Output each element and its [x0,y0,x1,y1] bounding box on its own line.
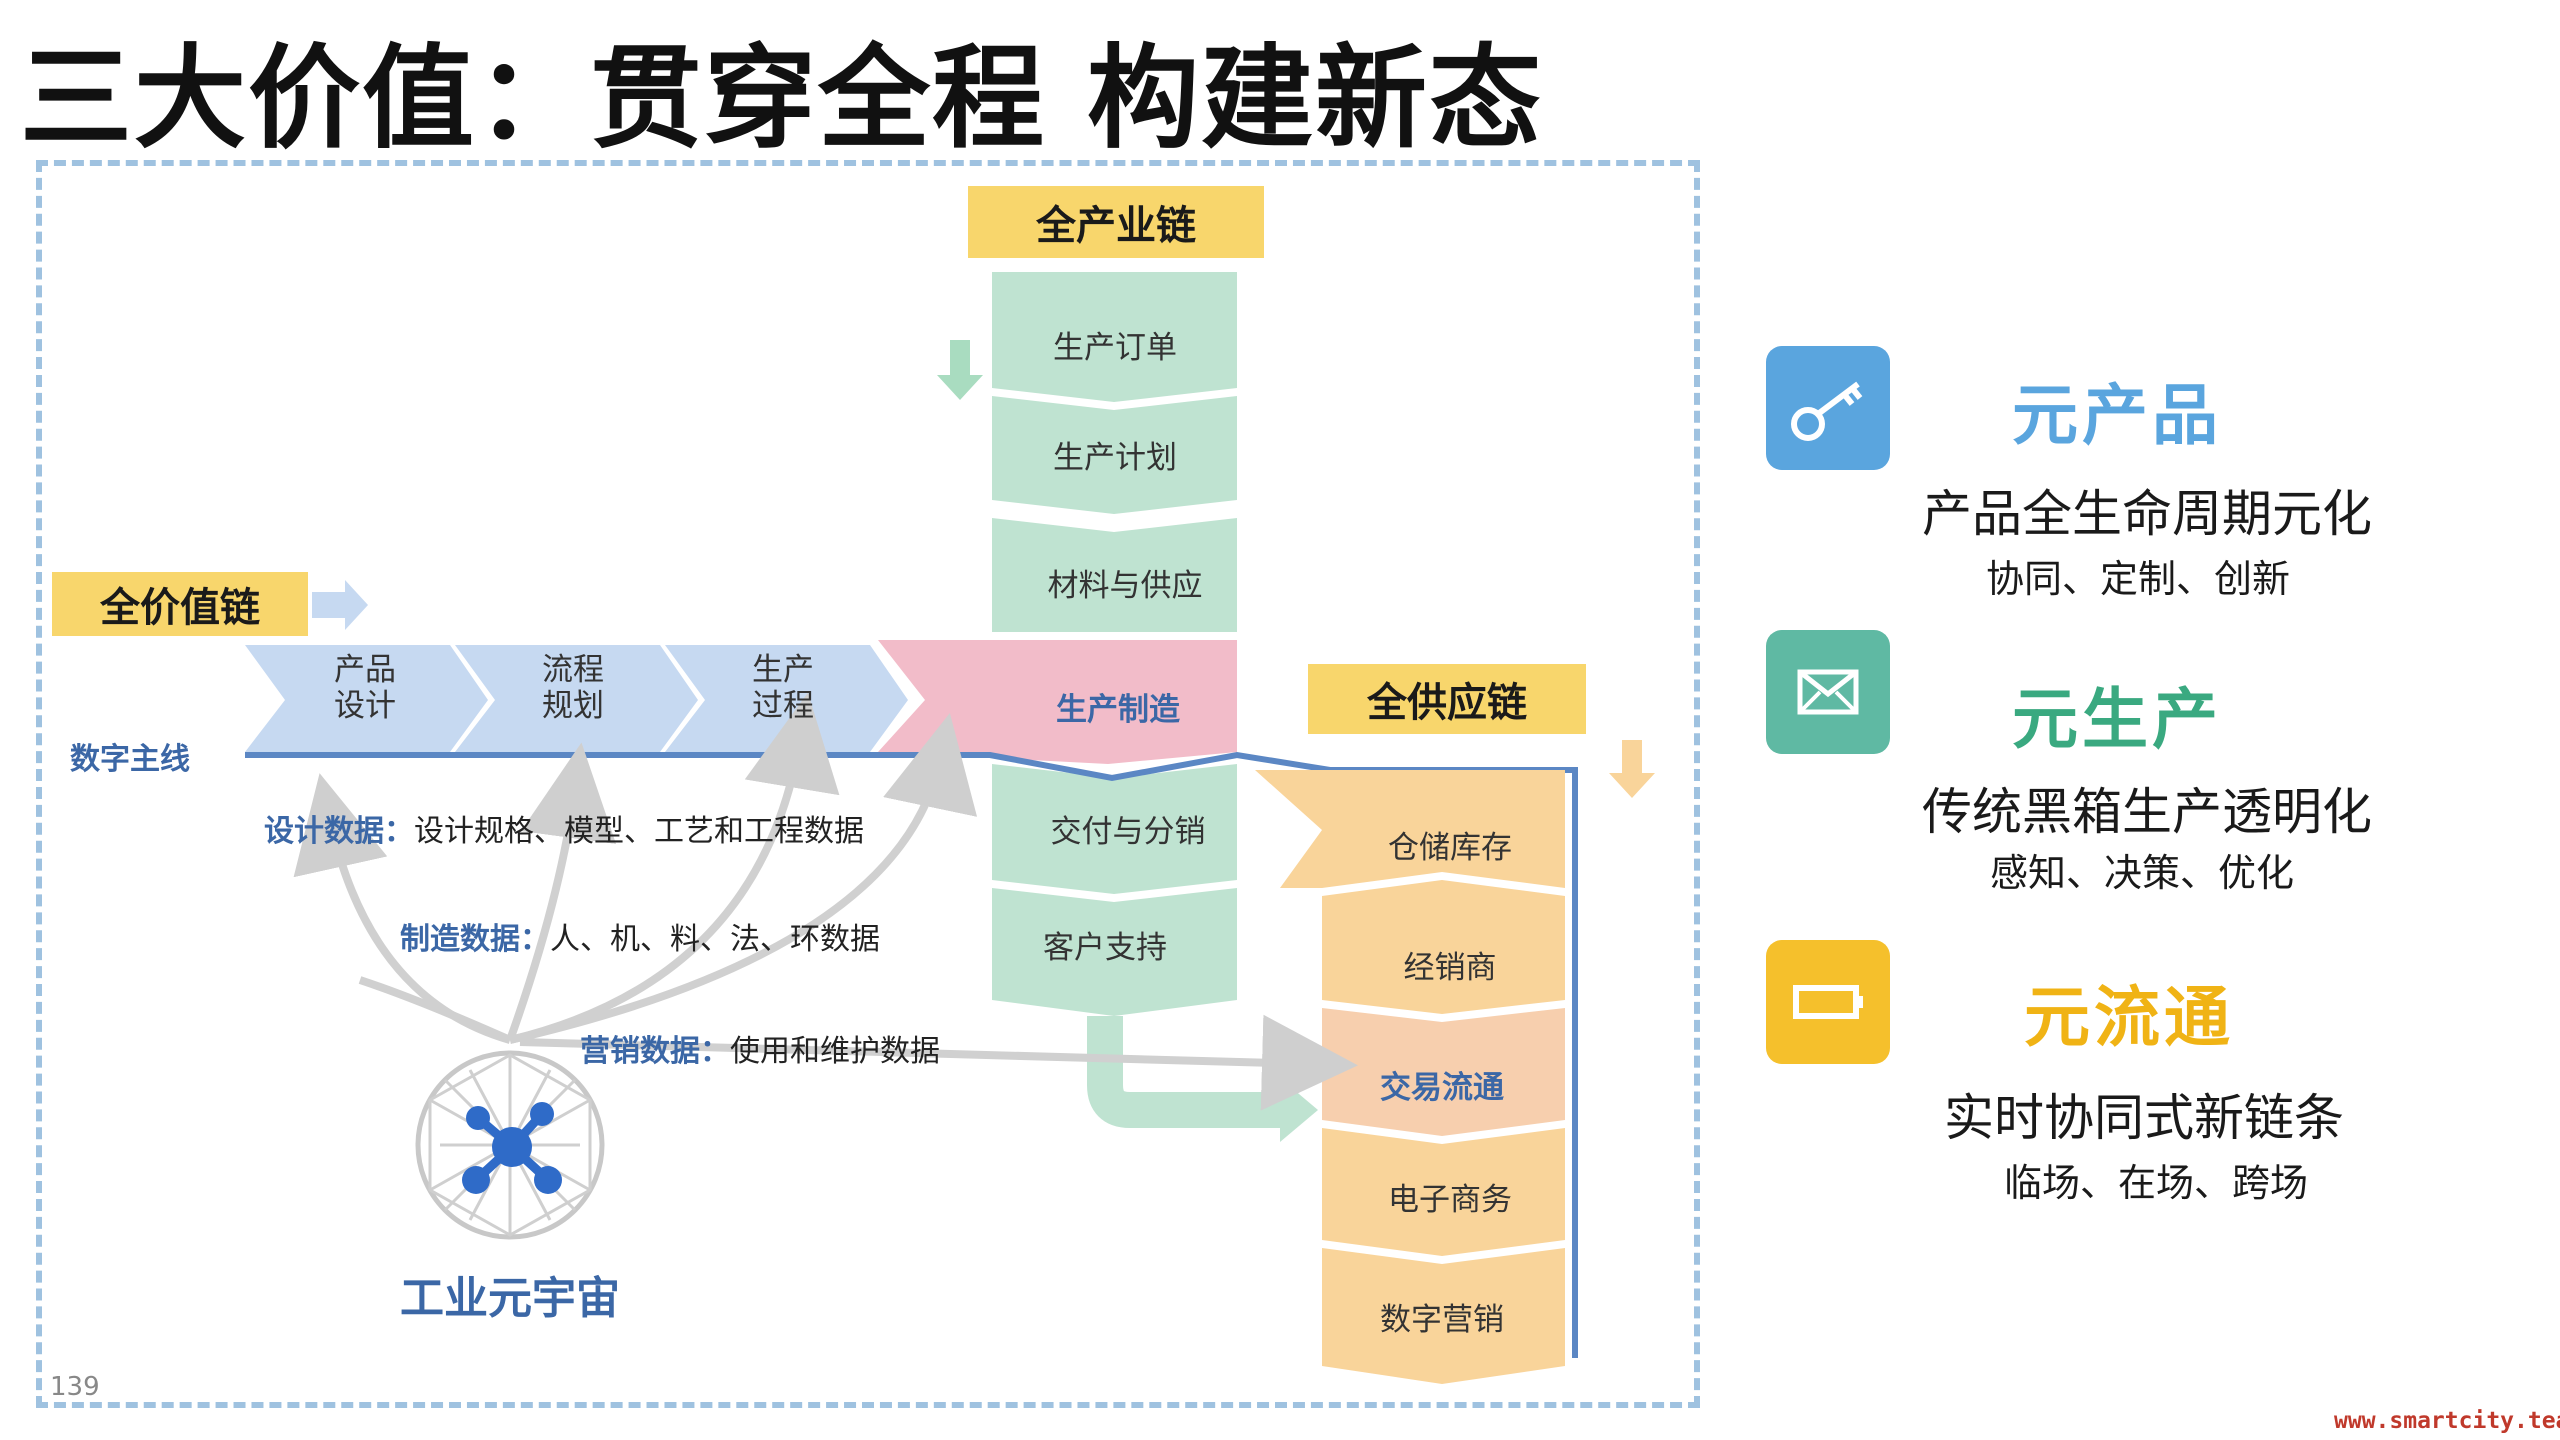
connector-arrow [1087,1016,1290,1128]
stage-shape [992,764,1237,894]
stage-shape [455,645,698,752]
value-title-circulation: 元流通 [2024,979,2234,1056]
stage-label-warehouse: 仓储库存 [1388,830,1512,866]
stage-shape [992,272,1237,402]
design-data-value: 设计规格、模型、工艺和工程数据 [414,814,864,849]
value-detail-production: 感知、决策、优化 [1990,851,2295,895]
stage-shape [1322,1008,1565,1136]
value-subtitle-production: 传统黑箱生产透明化 [1922,783,2372,841]
watermark: www.smartcity.team [2334,1408,2560,1434]
stage-shape [1255,770,1565,888]
value-detail-circulation: 临场、在场、跨场 [2004,1161,2309,1205]
stage-shape [992,396,1237,514]
page-title: 三大价值：贯穿全程 构建新态 [20,34,1543,164]
stage-shape [992,888,1237,1016]
value-title-production: 元生产 [2012,681,2222,758]
manufacturing-data-value: 人、机、料、法、环数据 [550,922,880,957]
stage-label-delivery: 交付与分销 [1050,814,1206,850]
stage-label-material-supply: 材料与供应 [1047,568,1203,604]
stage-label-dealer: 经销商 [1403,950,1497,986]
down-arrow-icon [1609,740,1655,798]
stage-shape [245,645,488,752]
connector-arrow [1280,1078,1318,1142]
diagram-frame [36,160,1700,1408]
stage-label-trade-circulation: 交易流通 [1380,1070,1504,1106]
digital-thread-line [245,751,1578,1358]
header-supply-chain: 全供应链 [1308,664,1586,734]
stage-label-customer-support: 客户支持 [1043,930,1167,966]
value-subtitle-product: 产品全生命周期元化 [1922,485,2372,543]
key-icon-tile [1766,346,1890,470]
digital-thread-label: 数字主线 [70,742,190,777]
stage-label-ecommerce: 电子商务 [1388,1182,1512,1218]
stage-label-product-design: 产品 设计 [334,652,396,724]
value-title-product: 元产品 [2012,377,2222,454]
supply-chain-shapes [1255,770,1565,1384]
design-data-label: 设计数据：设计规格、模型、工艺和工程数据 [264,806,864,850]
stage-label-production-order: 生产订单 [1053,330,1177,366]
mail-icon [1797,669,1859,715]
data-flow-arrows [293,692,1358,1111]
stage-label-manufacturing: 生产制造 [1056,692,1180,728]
stage-label-process-planning: 流程 规划 [542,652,604,724]
marketing-data-label: 营销数据：使用和维护数据 [580,1026,940,1070]
header-value-chain: 全价值链 [52,572,308,636]
down-arrow-icon [937,340,983,400]
page-number: 139 [50,1372,100,1402]
value-detail-product: 协同、定制、创新 [1986,557,2291,601]
mail-icon-tile [1766,630,1890,754]
stage-shape [1322,880,1565,1014]
battery-icon-tile [1766,940,1890,1064]
metaverse-label: 工业元宇宙 [400,1273,620,1324]
stage-label-production-plan: 生产计划 [1053,440,1177,476]
stage-shape [1322,1128,1565,1256]
value-subtitle-circulation: 实时协同式新链条 [1944,1089,2344,1147]
manufacturing-data-label: 制造数据：人、机、料、法、环数据 [400,914,880,958]
metaverse-globe-icon [415,1050,605,1240]
marketing-data-value: 使用和维护数据 [730,1034,940,1069]
stage-shape [1322,1248,1565,1384]
header-industry-chain: 全产业链 [968,186,1264,258]
battery-icon [1793,985,1863,1019]
key-icon [1791,381,1863,441]
manufacturing-data-key: 制造数据： [400,922,550,957]
marketing-data-key: 营销数据： [580,1034,730,1069]
stage-label-digital-marketing: 数字营销 [1380,1302,1504,1338]
design-data-key: 设计数据： [264,814,414,849]
stage-shape [992,518,1237,632]
stage-label-production-process: 生产 过程 [752,652,814,724]
right-arrow-icon [312,580,368,630]
industry-chain-shapes [992,272,1318,1142]
